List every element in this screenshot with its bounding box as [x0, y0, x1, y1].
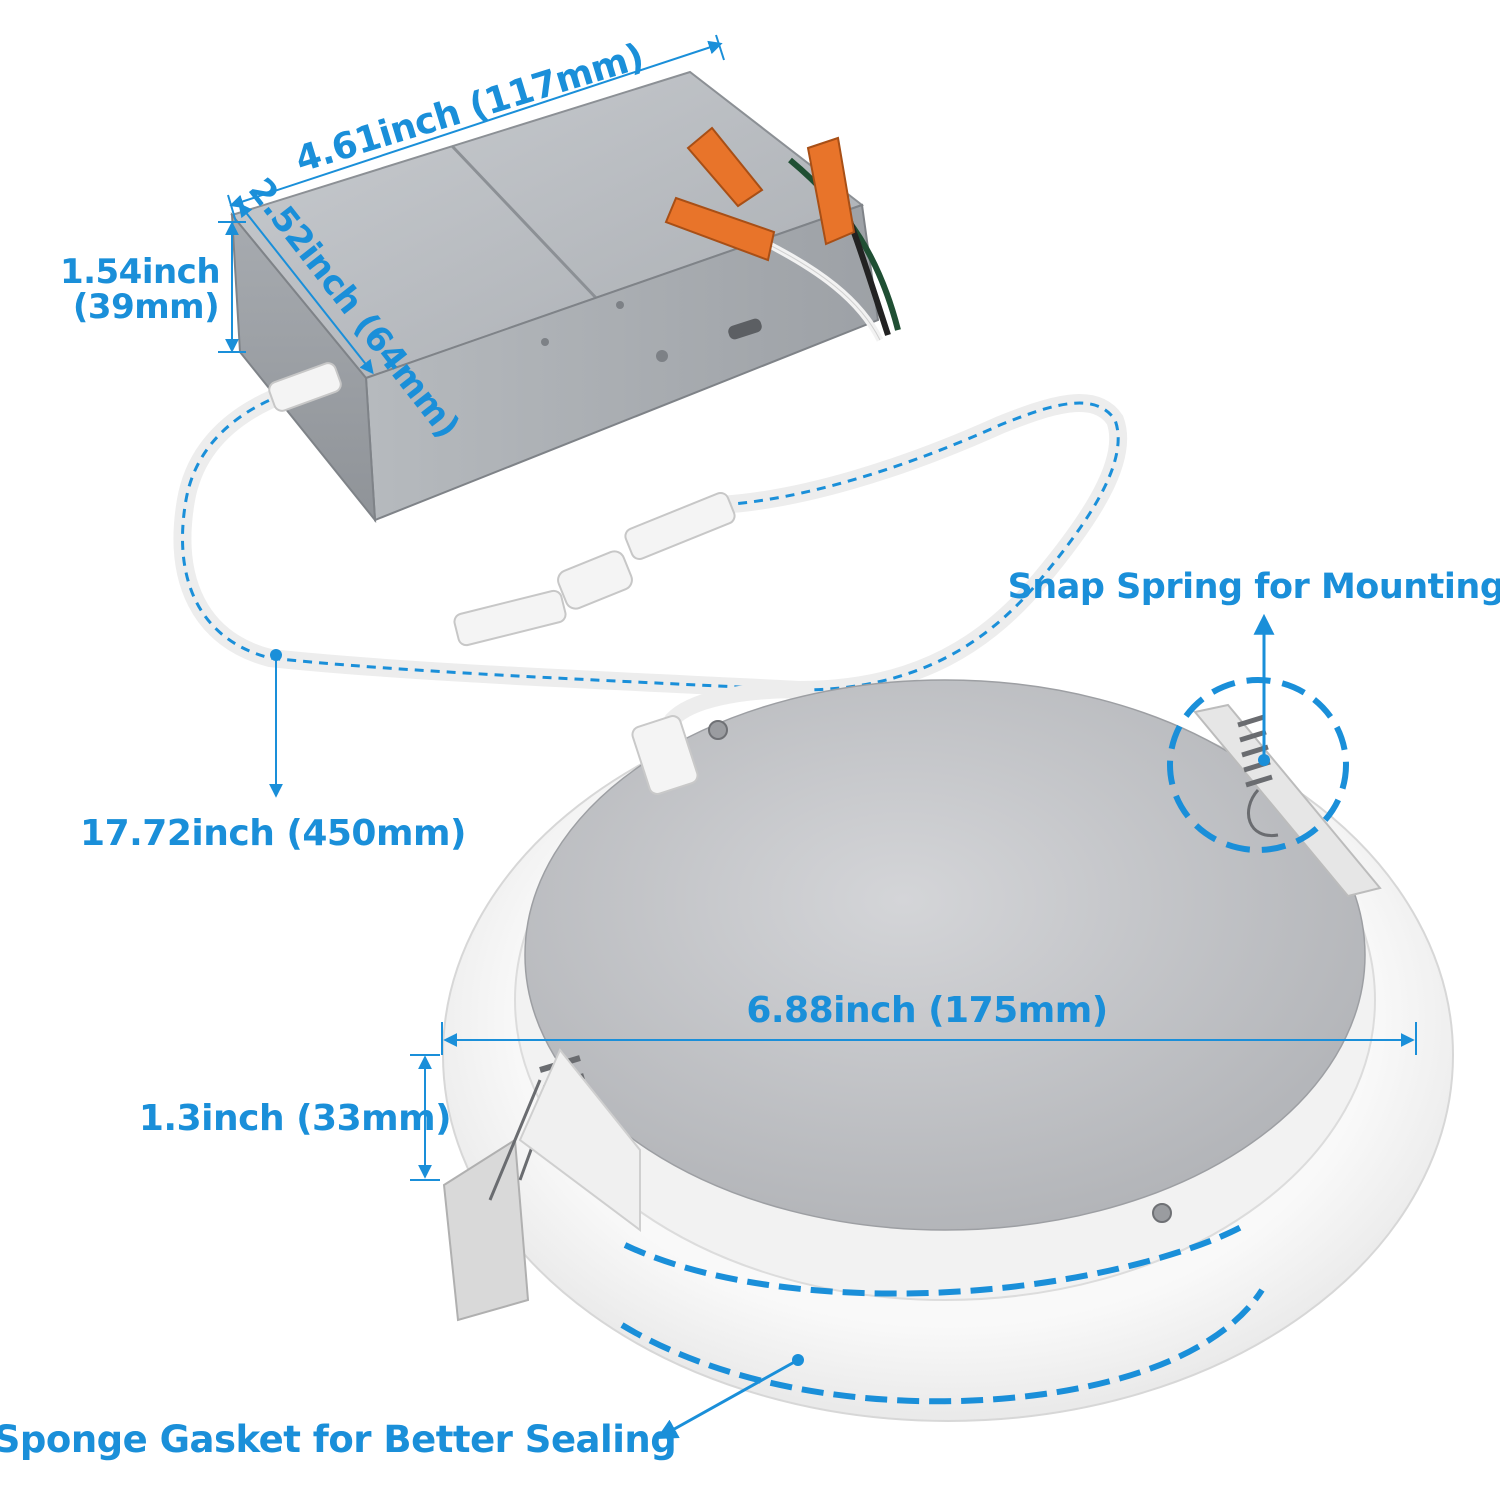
panel-height-label: 1.3inch (33mm) [139, 1098, 451, 1139]
dimension-lines [218, 34, 1417, 1181]
gasket-callout-label: Sponge Gasket for Better Sealing [0, 1418, 676, 1461]
spring-clip-icon [1193, 703, 1382, 898]
spring-callout-label: Snap Spring for Mounting [1008, 567, 1500, 607]
connector-icon [268, 362, 736, 647]
panel-light-icon [442, 679, 1454, 1422]
box-height-label-line1: 1.54inch [60, 252, 220, 292]
callout-arrows [656, 613, 1275, 1440]
gasket-marker-outer [620, 1288, 1265, 1405]
box-height-label-line2: (39mm) [73, 287, 219, 327]
screw-icon [708, 720, 1172, 1223]
panel-diameter-label: 6.88inch (175mm) [746, 990, 1107, 1031]
spring-highlight-circle [1167, 677, 1349, 853]
gasket-marker-inner [623, 1222, 1247, 1297]
spring-clip-icon [442, 1048, 641, 1322]
cable-length-label: 17.72inch (450mm) [80, 813, 466, 854]
wire-bundle [758, 157, 901, 342]
